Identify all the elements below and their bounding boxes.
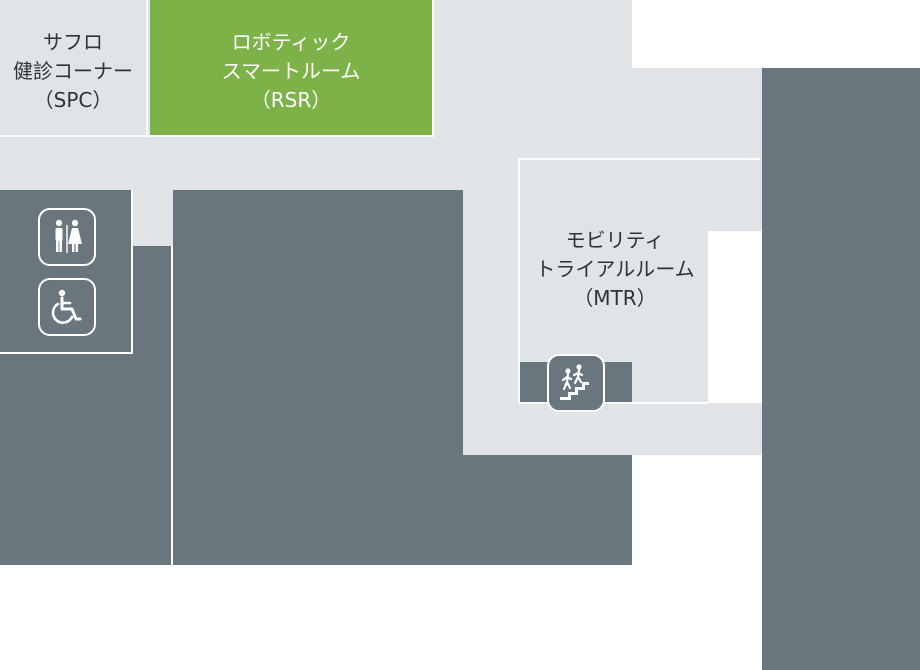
block-center-bottom	[463, 455, 632, 565]
room-spc-label-line1: サフロ	[43, 30, 103, 54]
restroom-icon	[55, 219, 82, 253]
corridor-connector	[133, 188, 175, 246]
room-rsr-label-line1: ロボティック	[231, 30, 351, 54]
room-mtr-notch	[708, 231, 762, 403]
block-center	[173, 190, 463, 565]
room-mtr-label-line2: トライアルルーム	[535, 257, 695, 281]
room-spc-label-line3: （SPC）	[33, 88, 113, 112]
room-rsr-label-line2: スマートルーム	[221, 59, 361, 83]
room-mtr-label-line1: モビリティ	[565, 228, 665, 252]
accessible-restroom-tile[interactable]	[38, 278, 96, 336]
room-spc[interactable]: サフロ 健診コーナー （SPC）	[0, 0, 148, 137]
room-mtr-label: モビリティ トライアルルーム （MTR）	[520, 226, 710, 313]
restroom-tile[interactable]	[38, 208, 96, 266]
block-right-tower	[762, 68, 920, 670]
room-mtr-label-line3: （MTR）	[573, 286, 657, 310]
room-spc-label-line2: 健診コーナー	[13, 59, 133, 83]
corridor-mtr-bottom	[708, 403, 762, 455]
room-rsr[interactable]: ロボティック スマートルーム （RSR）	[150, 0, 434, 137]
room-spc-label: サフロ 健診コーナー （SPC）	[0, 28, 146, 115]
stairs-icon	[560, 364, 589, 400]
stairs-tile[interactable]	[547, 354, 605, 412]
wheelchair-icon	[51, 289, 82, 324]
room-rsr-label-line3: （RSR）	[250, 88, 332, 112]
room-rsr-label: ロボティック スマートルーム （RSR）	[150, 28, 432, 115]
corridor-upper-right	[632, 68, 762, 158]
